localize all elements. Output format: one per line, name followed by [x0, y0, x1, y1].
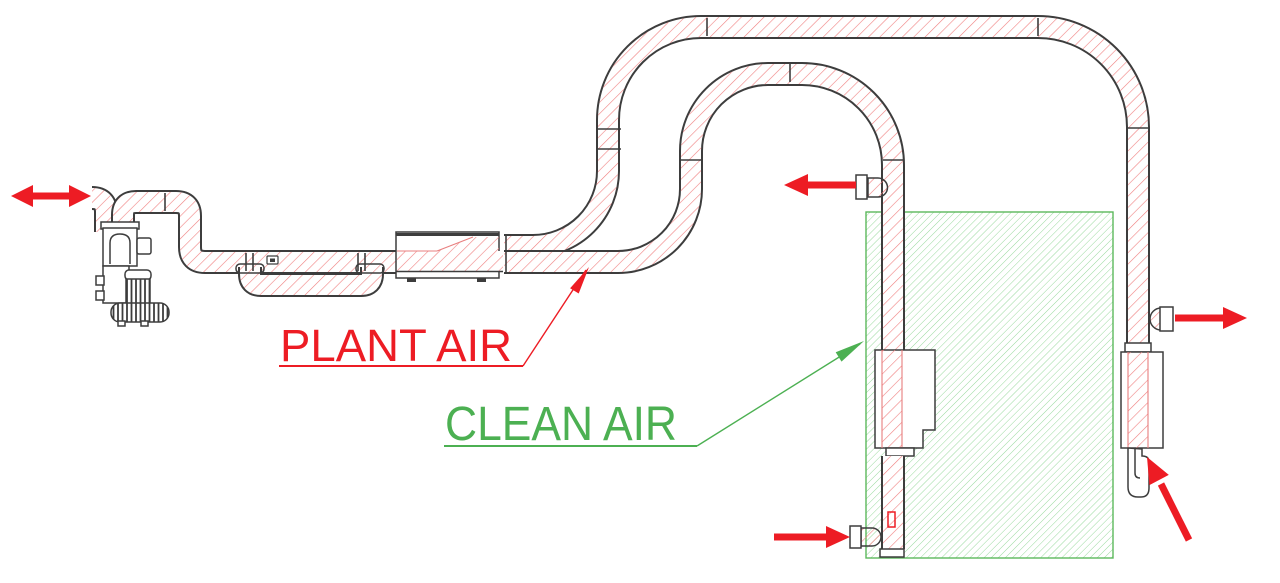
- middle-filter-cartridge: [874, 349, 936, 457]
- duct-sensor-marker: [266, 255, 279, 265]
- plant-air-callout: PLANT AIR: [279, 267, 589, 371]
- cartridge-core-hatch: [1128, 352, 1148, 448]
- silencer-hatch: [437, 237, 499, 251]
- bypass-loop: [235, 263, 385, 285]
- flange-ticks: [164, 18, 1148, 272]
- valve-actuator: [136, 237, 152, 255]
- cartridge-bottom-connector: [885, 447, 915, 457]
- blower-flange-tab: [95, 290, 105, 301]
- blower-foot: [140, 320, 149, 327]
- right-filter-cartridge: [1120, 342, 1164, 498]
- arrowhead: [1147, 457, 1169, 486]
- arrowhead: [826, 526, 850, 548]
- clean-air-callout: CLEAN AIR: [444, 341, 864, 451]
- plant-air-branch-right-arrow: [1175, 307, 1247, 329]
- pipe-marker: [887, 511, 896, 528]
- pipe-bottom-flange: [879, 548, 905, 558]
- ambient-air-bidirectional-arrow: [11, 185, 91, 207]
- blower-flange-tab: [95, 275, 105, 286]
- gooseneck-slot: [1134, 449, 1141, 479]
- cartridge-core-hatch: [882, 350, 902, 448]
- motor-ribs: [125, 278, 151, 307]
- bypass-collar-right: [355, 263, 385, 274]
- valve-arch: [109, 233, 131, 264]
- silencer-foot: [477, 278, 486, 282]
- arrowhead: [784, 174, 808, 196]
- silencer-foot: [407, 278, 416, 282]
- bottom-inlet-arrow: [774, 526, 850, 548]
- arrowhead: [1223, 307, 1247, 329]
- chamber-drop-pipe-lower: [879, 456, 905, 558]
- clean-air-leader-arrowhead: [835, 341, 864, 362]
- bottom-branch-fitting: [849, 525, 882, 549]
- inner-supply-pipe: [504, 74, 893, 353]
- arrowhead-right: [69, 185, 91, 207]
- hook-inlet-arrow: [1147, 457, 1193, 542]
- valve-body: [102, 227, 138, 267]
- left-branch-fitting: [855, 174, 889, 200]
- right-branch-fitting: [1149, 306, 1174, 332]
- inline-silencer: [396, 231, 503, 282]
- arrowhead-left: [11, 185, 33, 207]
- blower-foot: [117, 320, 126, 327]
- clean-air-leader: [696, 343, 861, 447]
- plant-air-leader-arrowhead: [570, 267, 589, 294]
- cartridge-top-connector: [1124, 342, 1152, 353]
- blower-unit: [95, 221, 170, 327]
- plant-air-branch-left-arrow: [784, 174, 856, 196]
- bypass-collar-left: [235, 263, 265, 274]
- gooseneck-hook-inlet: [1127, 447, 1150, 498]
- clean-air-chamber: [865, 211, 1114, 559]
- impeller-housing: [110, 302, 170, 323]
- clean-air-label: CLEAN AIR: [445, 398, 677, 451]
- plant-air-label: PLANT AIR: [280, 320, 512, 371]
